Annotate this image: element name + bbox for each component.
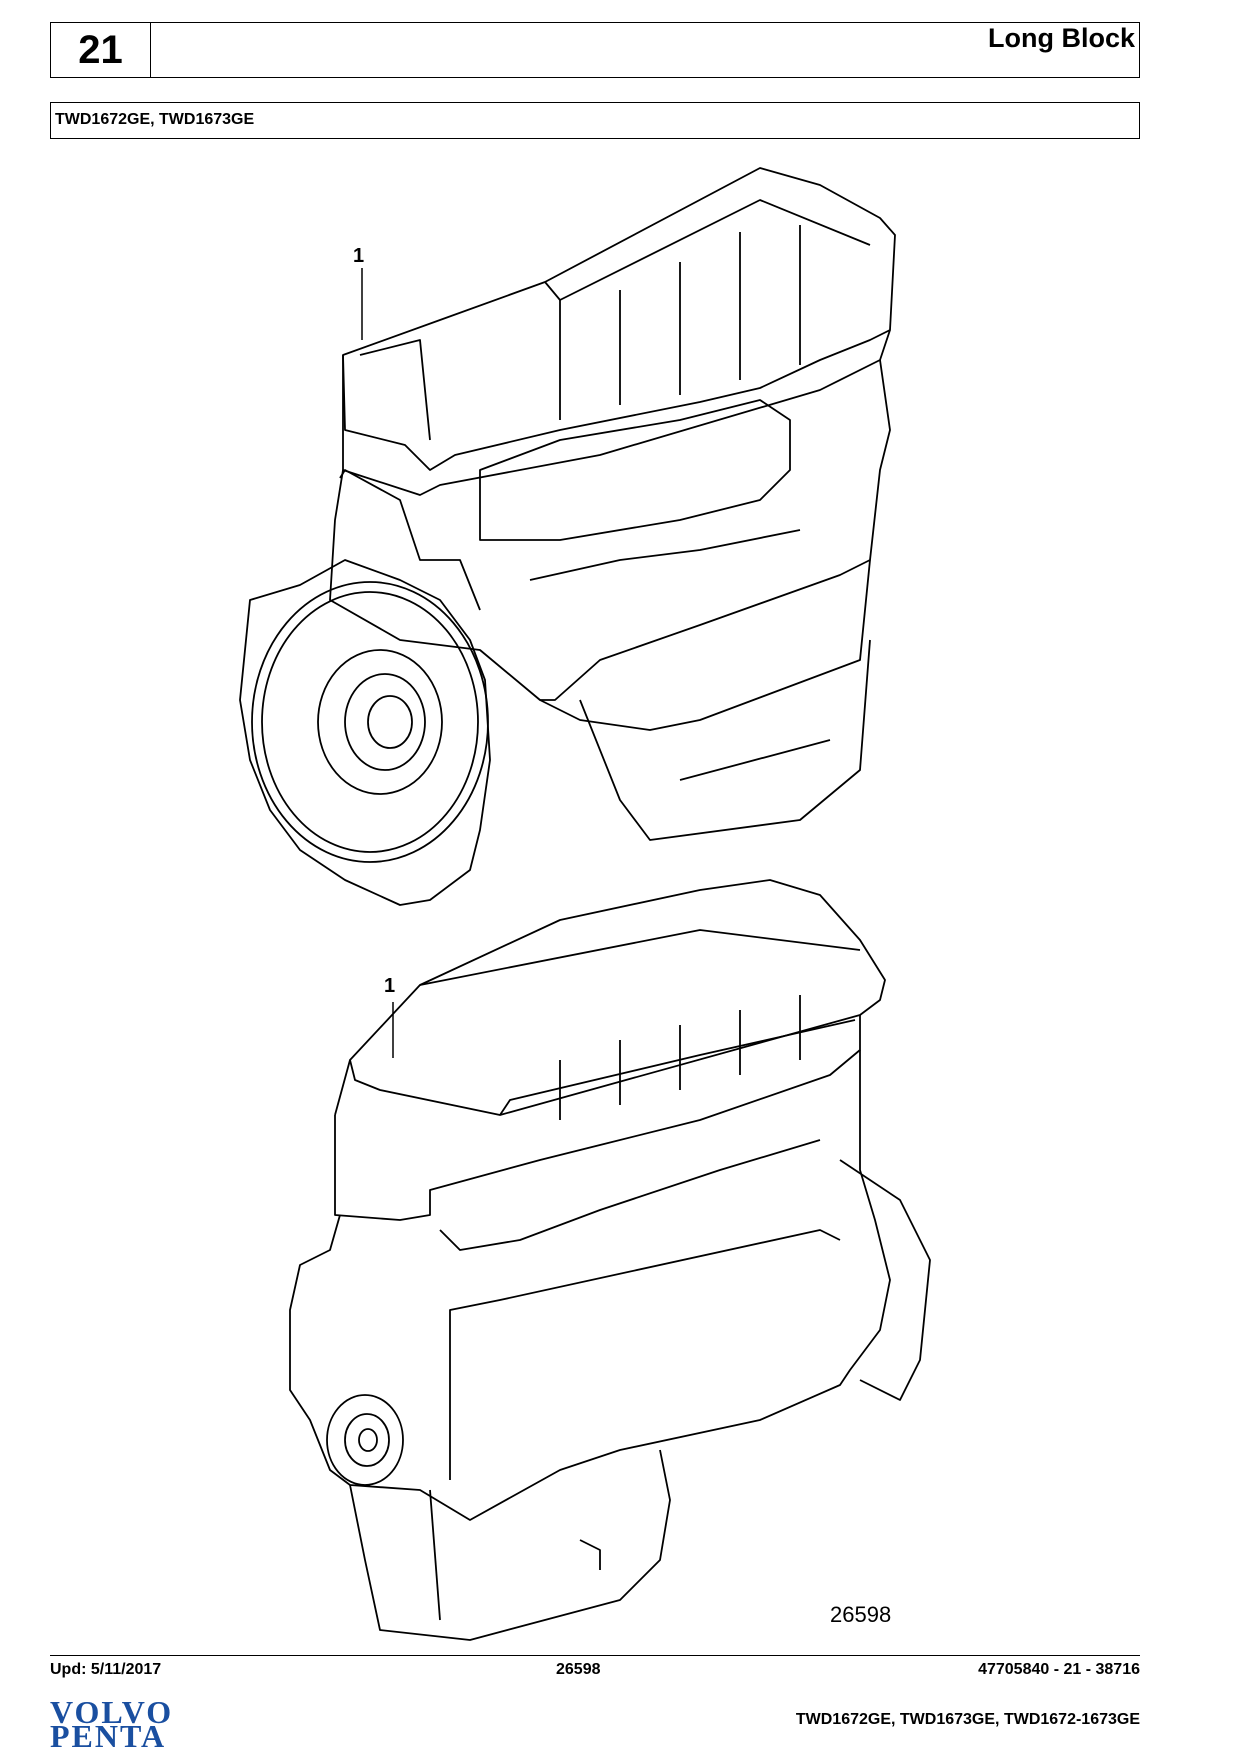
engine-top-view bbox=[239, 167, 896, 906]
section-header: 21 Long Block bbox=[50, 22, 1140, 78]
logo-line-penta: PENTA bbox=[50, 1718, 167, 1754]
doc-number: 47705840 - 21 - 38716 bbox=[978, 1661, 1140, 1678]
section-title: Long Block bbox=[988, 23, 1135, 53]
logo-line-volvo: VOLVO bbox=[50, 1694, 174, 1730]
volvo-penta-logo: VOLVO PENTA bbox=[50, 1694, 174, 1754]
model-designation: TWD1672GE, TWD1673GE bbox=[50, 102, 1140, 139]
callout-top: 1 bbox=[353, 245, 365, 267]
footer-models: TWD1672GE, TWD1673GE, TWD1672-1673GE bbox=[795, 1711, 1140, 1728]
page-ref: 26598 bbox=[556, 1661, 601, 1678]
figure-id: 26598 bbox=[830, 1602, 892, 1627]
engine-bottom-view bbox=[289, 879, 931, 1641]
footer-divider bbox=[50, 1655, 1140, 1656]
section-number: 21 bbox=[51, 23, 151, 77]
updated-date: Upd: 5/11/2017 bbox=[50, 1661, 162, 1678]
callout-bottom: 1 bbox=[384, 975, 396, 997]
